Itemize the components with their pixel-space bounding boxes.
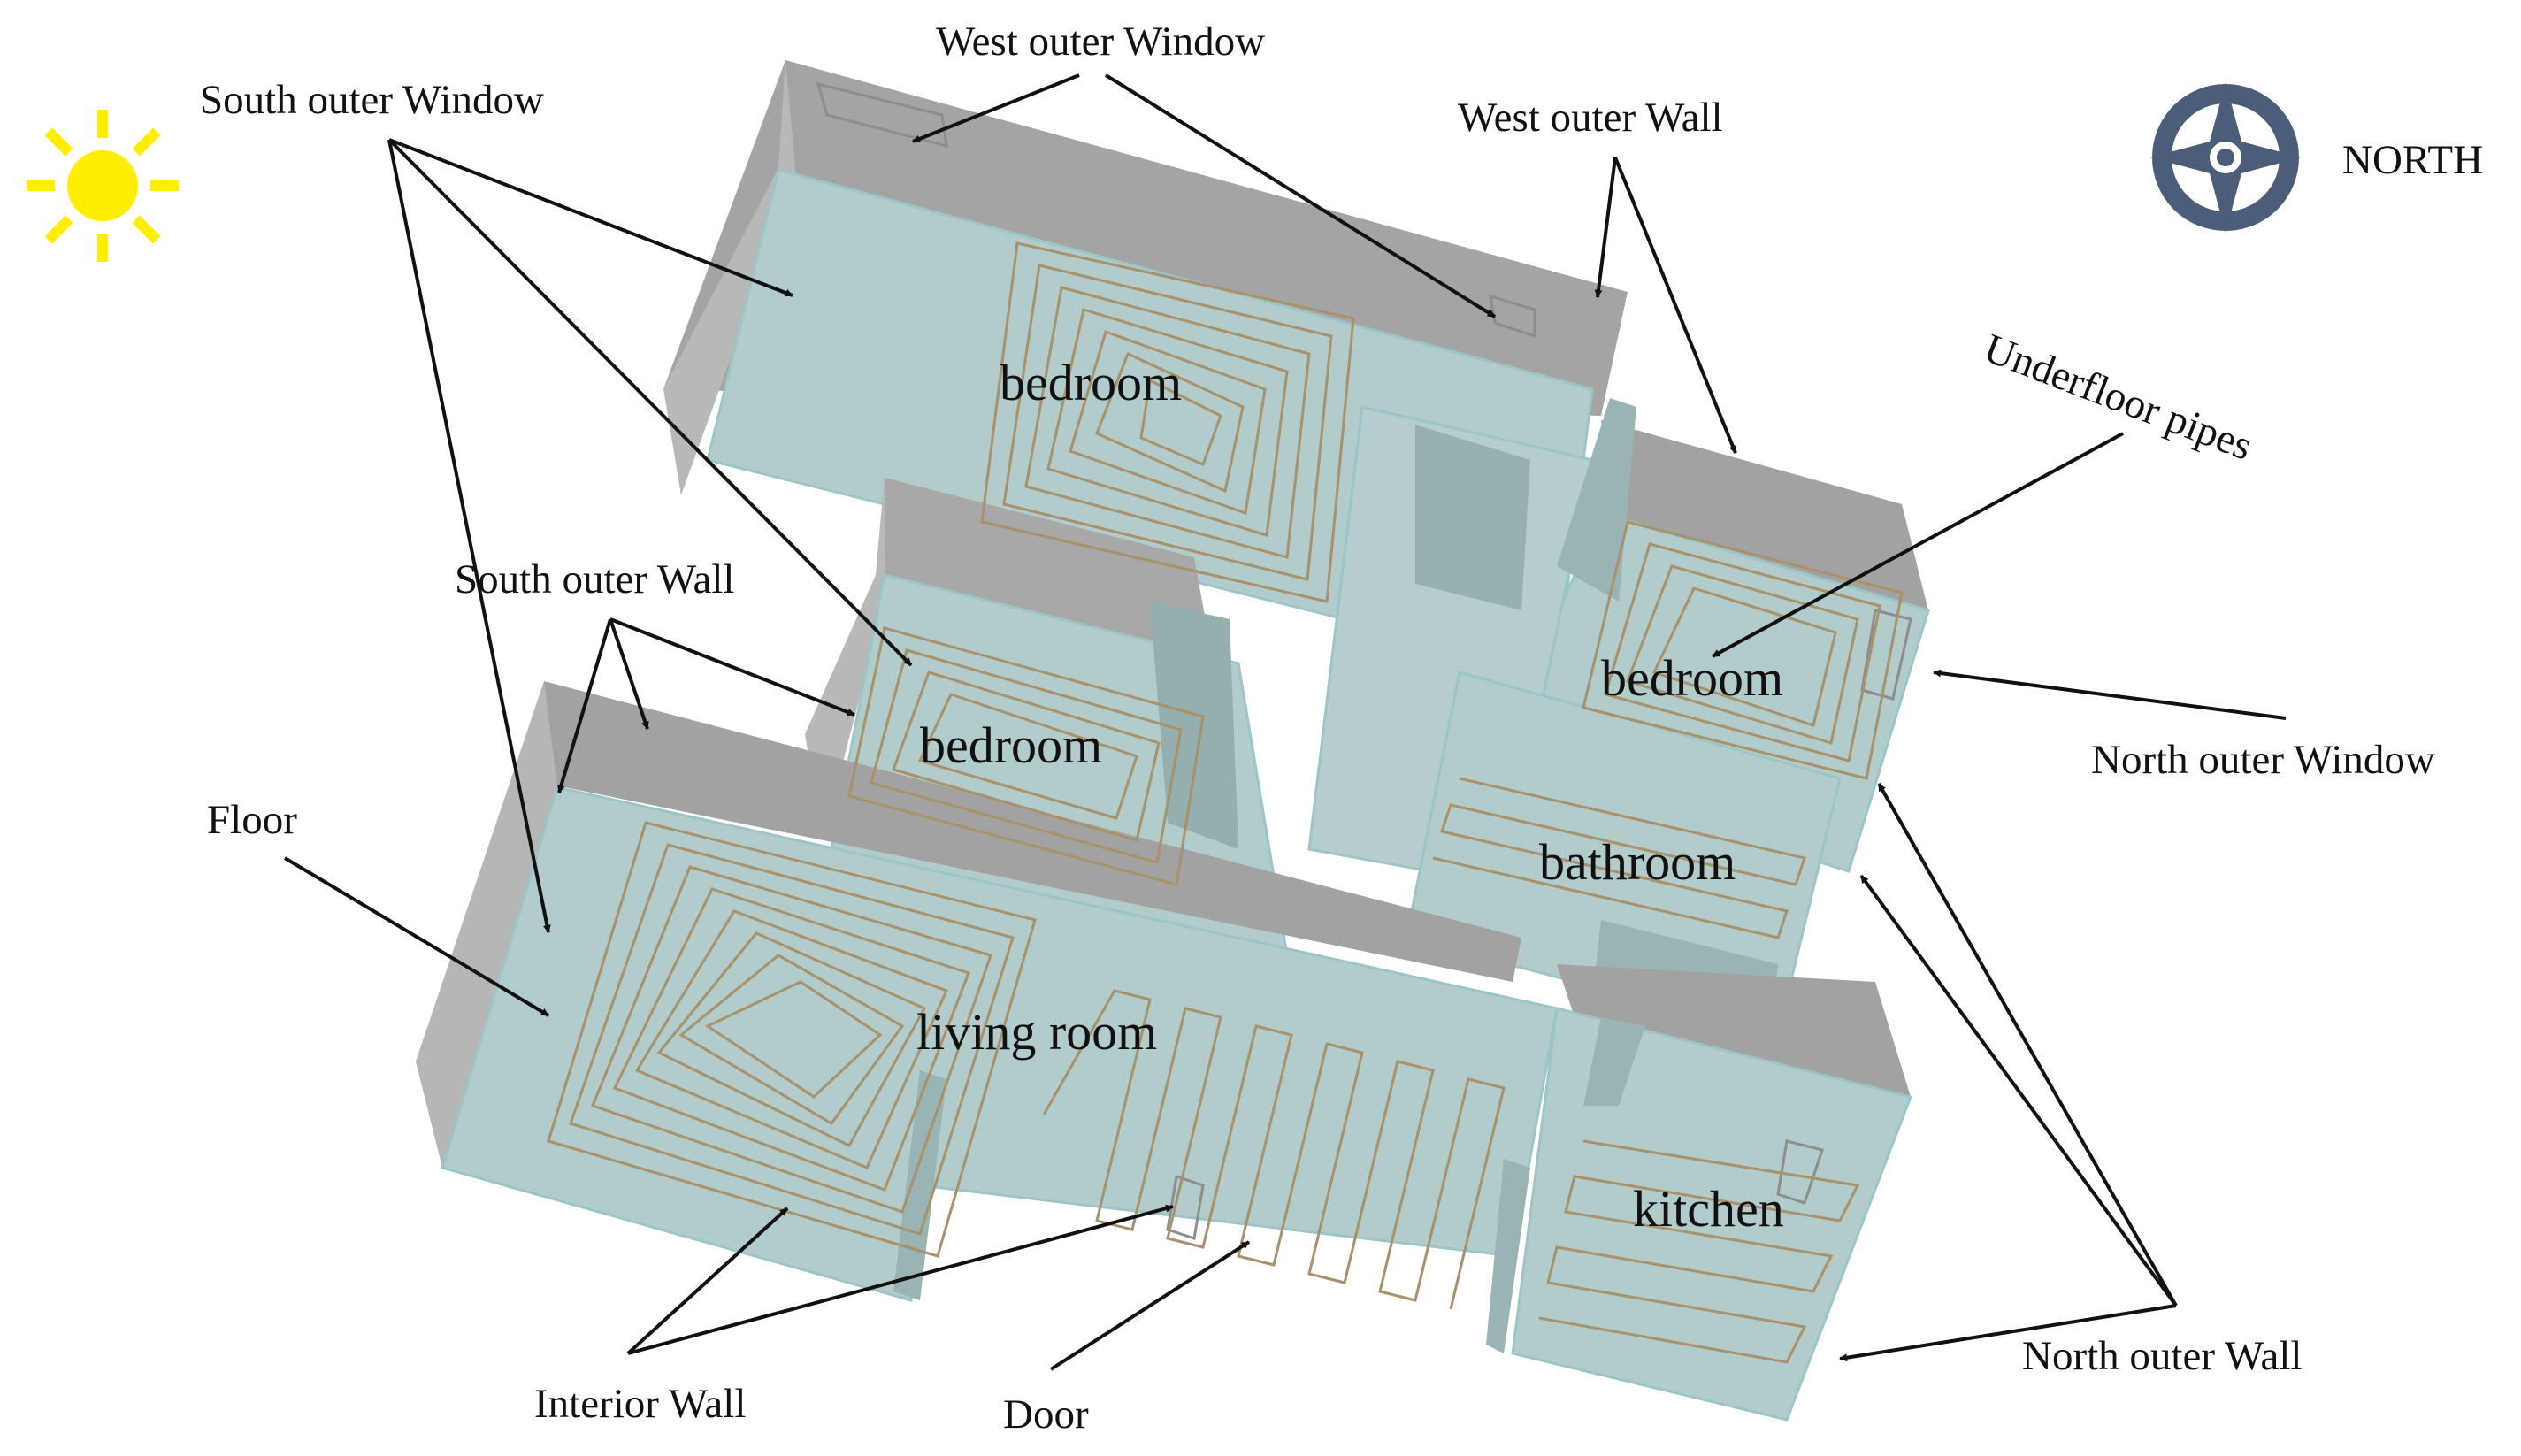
callout-arrows — [283, 73, 2287, 1371]
arrow-south-window-2 — [387, 138, 913, 667]
label-north-outer-wall: North outer Wall — [2022, 1333, 2302, 1379]
arrow-underfloor-pipes — [1712, 432, 2124, 658]
room-label-bathroom: bathroom — [1539, 833, 1736, 891]
kitchen-wall-top — [1557, 964, 1911, 1097]
label-underfloor-pipes: Underfloor pipes — [1978, 326, 2258, 470]
arrow-interior-wall-1 — [626, 1207, 789, 1355]
west-outer-window-frame — [816, 81, 948, 149]
arrow-north-wall-2 — [1859, 874, 2178, 1307]
arrow-west-window-2 — [1104, 73, 1497, 318]
north-block-wall-top — [1601, 420, 1928, 610]
interior-wall-block-middle — [1150, 602, 1238, 849]
label-interior-wall: Interior Wall — [534, 1381, 746, 1427]
arrow-north-wall-3 — [1839, 1304, 2177, 1362]
arrow-south-window-1 — [388, 138, 793, 297]
room-label-bedroom-west: bedroom — [1000, 354, 1182, 411]
kitchen-floor — [1511, 1007, 1913, 1422]
kitchen-window-frame — [1776, 1139, 1824, 1205]
underfloor-pipes — [547, 241, 1904, 1364]
arrow-west-window-1 — [912, 73, 1080, 143]
label-west-outer-wall: West outer Wall — [1458, 95, 1723, 141]
middle-block-wall-top — [876, 478, 1212, 655]
arrow-door — [1049, 1240, 1251, 1371]
room-label-kitchen: kitchen — [1633, 1180, 1784, 1238]
interior-wall-kitchen-2 — [1583, 1017, 1645, 1106]
arrow-south-wall-2 — [609, 618, 649, 730]
room-labels: bedroom bedroom bedroom bathroom living … — [916, 354, 1784, 1238]
label-floor: Floor — [207, 797, 297, 843]
arrow-north-wall-1 — [1877, 783, 2178, 1307]
arrow-north-window — [1933, 669, 2287, 720]
arrow-west-wall-1 — [1594, 157, 1617, 298]
compass-rose-icon — [2150, 82, 2301, 233]
south-outer-wall-side — [663, 60, 796, 495]
sun-icon — [27, 110, 179, 262]
arrow-west-wall-2 — [1613, 157, 1737, 454]
arrow-floor — [283, 856, 550, 1017]
arrow-south-wall-3 — [556, 618, 612, 793]
arrow-interior-wall-2 — [627, 1204, 1174, 1355]
interior-wall-block-north — [1557, 398, 1636, 602]
room-label-bedroom-north: bedroom — [1601, 649, 1783, 707]
corridor-bathroom-block — [1307, 398, 1842, 1044]
room-label-living-room: living room — [916, 1003, 1157, 1061]
north-outer-window-frame — [1860, 609, 1912, 701]
label-north-outer-window: North outer Window — [2091, 737, 2435, 783]
label-south-outer-wall: South outer Wall — [455, 556, 735, 602]
interior-wall-kitchen — [1486, 1159, 1530, 1353]
south-wall-top — [522, 681, 1521, 982]
label-west-outer-window: West outer Window — [936, 19, 1265, 65]
north-label: NORTH — [2342, 137, 2483, 183]
interior-wall-block-bath — [1415, 425, 1530, 610]
building-model — [416, 60, 1930, 1422]
label-south-outer-window: South outer Window — [200, 77, 544, 123]
label-door: Door — [1003, 1391, 1089, 1437]
arrow-south-window-3 — [387, 139, 551, 933]
arrow-south-wall-1 — [609, 617, 855, 717]
room-label-bedroom-middle: bedroom — [920, 717, 1102, 774]
middle-block-wall-side — [805, 478, 885, 840]
interior-wall-living-left — [893, 1070, 946, 1300]
